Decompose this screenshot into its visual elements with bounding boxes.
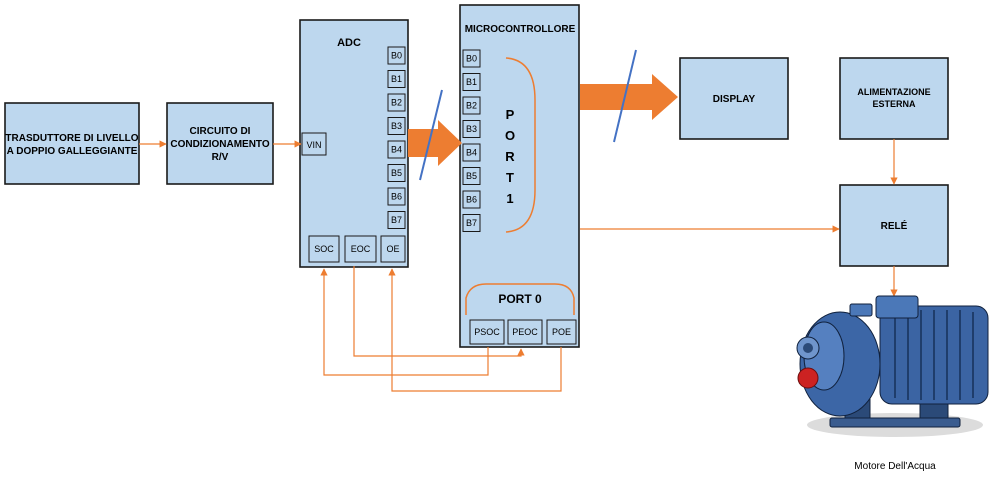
adc-pin-b3-box	[387, 117, 406, 135]
eoc-to-peoc-wire	[353, 266, 525, 357]
port1-label: PORT 1	[505, 107, 515, 206]
mcu-to-display-bus-arrow	[580, 74, 678, 120]
mcu-pin-b6-box	[462, 190, 481, 209]
adc-title: ADC	[337, 37, 361, 49]
adc-pin-b5-box	[387, 164, 406, 182]
adc-pin-b2-label: B2	[391, 98, 402, 108]
adc-pin-eoc-box	[344, 235, 377, 263]
mcu-pin-b1-box	[462, 73, 481, 91]
port1-letter: 1	[506, 191, 513, 206]
adc-pin-b3-label: B3	[391, 121, 402, 131]
mcu-pin-b7-box	[462, 214, 481, 232]
mcu-title: MICROCONTROLLORE	[465, 24, 576, 35]
mcu-pin-b7-label: B7	[466, 218, 477, 228]
adc-pin-b4-label: B4	[391, 145, 402, 155]
mcu-pin-b0-label: B0	[466, 54, 477, 64]
adc-pin-b0-label: B0	[391, 51, 402, 61]
adc-pin-b5-label: B5	[391, 168, 402, 178]
adc-pin-b7-box	[387, 211, 406, 229]
mcu-pin-b2-box	[462, 96, 481, 115]
port1-letter: P	[506, 107, 515, 122]
display-block: DISPLAY	[679, 57, 789, 140]
adc-pin-oe-label: OE	[386, 244, 399, 254]
adc-pin-b0-box	[387, 46, 406, 65]
adc-bus-slash	[419, 89, 443, 181]
port0-bracket	[465, 283, 575, 315]
conditioning-block: CIRCUITO DI CONDIZIONAMENTO R/V	[166, 102, 274, 185]
adc-pin-b7-label: B7	[391, 215, 402, 225]
mcu-pin-b3-box	[462, 120, 481, 138]
water-pump-image	[796, 295, 989, 437]
motor-caption: Motore Dell'Acqua	[854, 461, 936, 472]
poe-to-oe-wire	[388, 268, 562, 392]
adc-vin-label: VIN	[306, 140, 321, 150]
adc-pin-eoc-label: EOC	[351, 244, 371, 254]
adc-pin-b4-box	[387, 140, 406, 159]
transducer-block: TRASDUTTORE DI LIVELLO A DOPPIO GALLEGGI…	[4, 102, 140, 185]
adc-pin-b6-box	[387, 187, 406, 206]
conditioning-line-2: CONDIZIONAMENTO	[170, 139, 269, 150]
port1-letter: O	[505, 128, 515, 143]
adc-pin-soc-box	[308, 235, 340, 263]
mcu-pin-peoc-box	[507, 319, 543, 345]
relay-label: RELÉ	[881, 219, 908, 232]
conditioning-line-1: CIRCUITO DI	[190, 126, 251, 137]
transducer-line-1: TRASDUTTORE DI LIVELLO	[5, 133, 138, 144]
adc-pin-b2-box	[387, 93, 406, 112]
power-line-2: ESTERNA	[872, 99, 916, 109]
power-block: ALIMENTAZIONE ESTERNA	[839, 57, 949, 140]
mcu-pin-b3-label: B3	[466, 124, 477, 134]
mcu-pin-b2-label: B2	[466, 101, 477, 111]
mcu-pin-b4-label: B4	[466, 148, 477, 158]
adc-to-mcu-bus-arrow	[408, 120, 462, 166]
adc-pin-b6-label: B6	[391, 192, 402, 202]
adc-pin-b1-box	[387, 70, 406, 88]
port1-letter: T	[506, 170, 514, 185]
adc-vin-pin	[301, 132, 327, 156]
mcu-pin-b5-label: B5	[466, 171, 477, 181]
display-bus-slash	[613, 49, 637, 143]
mcu-pin-b0-box	[462, 49, 481, 68]
adc-control-pins: SOC EOC OE	[308, 235, 406, 263]
mcu-pin-poe-label: POE	[552, 327, 571, 337]
mcu-pin-b1-label: B1	[466, 77, 477, 87]
mcu-pin-psoc-box	[469, 319, 505, 345]
adc-pin-oe-box	[380, 235, 406, 263]
power-line-1: ALIMENTAZIONE	[857, 87, 930, 97]
port0-pins: PSOC PEOC POE	[469, 319, 577, 345]
adc-pin-soc-label: SOC	[314, 244, 334, 254]
relay-block: RELÉ	[839, 184, 949, 267]
port0-label: PORT 0	[498, 292, 542, 306]
adc-pin-b1-label: B1	[391, 74, 402, 84]
mcu-pin-peoc-label: PEOC	[512, 327, 538, 337]
mcu-pin-b6-label: B6	[466, 195, 477, 205]
mcu-pin-psoc-label: PSOC	[474, 327, 500, 337]
transducer-line-2: A DOPPIO GALLEGGIANTE	[7, 146, 138, 157]
mcu-pin-b5-box	[462, 167, 481, 185]
mcu-pin-poe-box	[546, 319, 577, 345]
conditioning-line-3: R/V	[212, 152, 229, 163]
port1-letter: R	[505, 149, 515, 164]
port1-bracket	[505, 57, 536, 233]
mcu-pin-b4-box	[462, 143, 481, 162]
display-label: DISPLAY	[713, 94, 756, 105]
psoc-to-soc-wire	[320, 268, 489, 376]
